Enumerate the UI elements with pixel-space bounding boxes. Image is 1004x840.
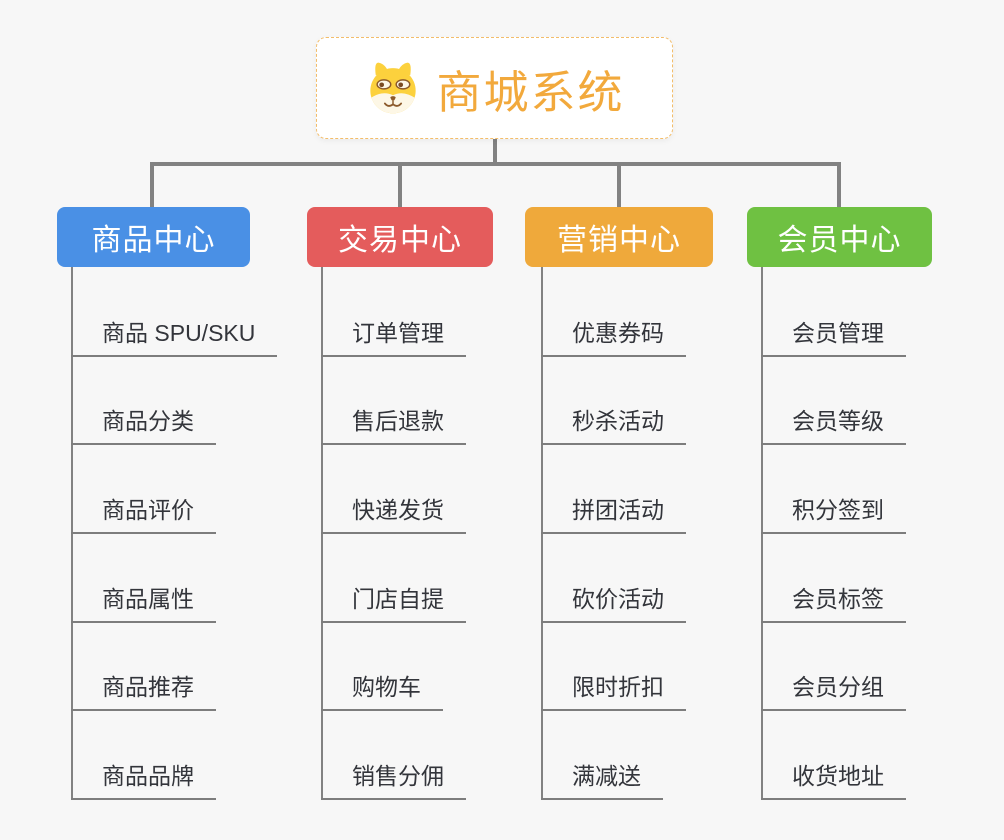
leaf-node[interactable]: 快递发货	[321, 494, 466, 534]
connector-drop-branch-3	[617, 162, 621, 208]
leaf-node[interactable]: 砍价活动	[541, 583, 686, 623]
leaf-node[interactable]: 满减送	[541, 760, 663, 800]
leaf-node[interactable]: 商品 SPU/SKU	[71, 317, 278, 357]
branch-node-member-center[interactable]: 会员中心	[747, 207, 932, 267]
leaf-node[interactable]: 积分签到	[761, 494, 906, 534]
leaf-node[interactable]: 会员等级	[761, 405, 906, 445]
branch-node-product-center[interactable]: 商品中心	[57, 207, 250, 267]
connector-drop-branch-1	[150, 162, 154, 208]
connector-bus	[150, 162, 841, 166]
leaf-node[interactable]: 限时折扣	[541, 671, 686, 711]
leaf-node[interactable]: 商品推荐	[71, 671, 216, 711]
leaf-node[interactable]: 门店自提	[321, 583, 466, 623]
leaf-node[interactable]: 购物车	[321, 671, 443, 711]
leaf-node[interactable]: 优惠券码	[541, 317, 686, 357]
connector-drop-branch-4	[837, 162, 841, 208]
branch-label: 会员中心	[777, 224, 902, 257]
root-title: 商城系统	[436, 66, 625, 118]
leaf-node[interactable]: 销售分佣	[321, 760, 466, 800]
branch-label: 商品中心	[91, 224, 216, 257]
leaf-node[interactable]: 商品属性	[71, 583, 216, 623]
branch-node-marketing-center[interactable]: 营销中心	[525, 207, 713, 267]
root-node[interactable]: 商城系统	[316, 37, 673, 139]
leaf-node[interactable]: 会员分组	[761, 671, 906, 711]
connector-drop-branch-2	[398, 162, 402, 208]
leaf-node[interactable]: 会员标签	[761, 583, 906, 623]
branch-node-trade-center[interactable]: 交易中心	[307, 207, 493, 267]
branch-label: 交易中心	[338, 224, 462, 257]
dog-face-icon	[370, 62, 417, 114]
leaf-node[interactable]: 商品分类	[71, 405, 216, 445]
branch-label: 营销中心	[557, 224, 681, 257]
connector-root-drop	[493, 139, 497, 166]
leaf-node[interactable]: 订单管理	[321, 317, 466, 357]
leaf-node[interactable]: 秒杀活动	[541, 405, 686, 445]
leaf-node[interactable]: 商品品牌	[71, 760, 216, 800]
leaf-node[interactable]: 收货地址	[761, 760, 906, 800]
leaf-node[interactable]: 拼团活动	[541, 494, 686, 534]
leaf-node[interactable]: 商品评价	[71, 494, 216, 534]
leaf-node[interactable]: 售后退款	[321, 405, 466, 445]
leaf-node[interactable]: 会员管理	[761, 317, 906, 357]
